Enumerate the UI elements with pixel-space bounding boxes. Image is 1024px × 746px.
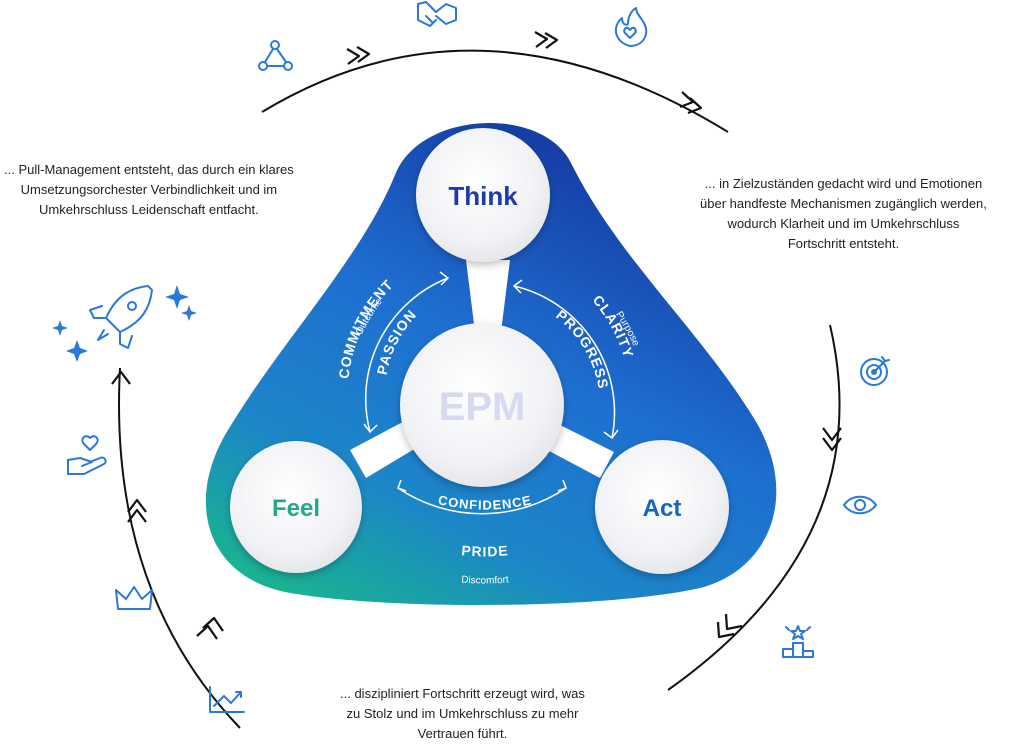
target-icon <box>860 356 890 386</box>
caption-line: Fortschritt entsteht. <box>787 236 900 251</box>
top-cycle-arc <box>261 49 729 133</box>
caption-bottom: ... diszipliniert Fortschritt erzeugt wi… <box>340 684 585 744</box>
feel-circle <box>230 441 362 573</box>
sparkle-icon <box>165 285 189 309</box>
podium-icon <box>782 625 814 658</box>
chevron-icon <box>822 427 842 442</box>
caption-line: wodurch Klarheit und im Umkehrschluss <box>727 216 960 231</box>
arrowhead-icon <box>557 479 567 492</box>
arrowhead-icon <box>603 429 619 440</box>
chevron-icon <box>111 370 131 385</box>
chevron-icon <box>687 97 703 115</box>
chevron-icon <box>544 32 559 49</box>
sparkles <box>52 285 197 362</box>
arrowhead-icon <box>439 271 450 286</box>
rocket-icon <box>89 285 153 349</box>
flame-heart-icon <box>614 7 648 47</box>
epm-circle <box>400 323 564 487</box>
caption-line: Umsetzungsorchester Verbindlichkeit und … <box>20 182 278 197</box>
caption-left: ... Pull-Management entsteht, das durch … <box>4 160 294 220</box>
chevron-icon <box>202 616 224 632</box>
arrow-feel-think <box>365 277 449 433</box>
node-feel: Feel <box>230 441 362 573</box>
chevron-icon <box>724 613 743 631</box>
caption-line: ... in Zielzuständen gedacht wird und Em… <box>704 176 983 191</box>
connector-think <box>466 260 510 340</box>
discomfort-text: Discomfort <box>461 574 510 586</box>
network-icon <box>258 40 293 71</box>
chevron-icon <box>196 624 218 640</box>
chevron-icon <box>127 508 147 523</box>
epm-label: EPM <box>439 385 526 429</box>
arrow-think-act <box>513 285 616 439</box>
cycle-arcs <box>118 49 841 729</box>
crown-icon <box>115 586 153 610</box>
caption-line: Umkehrschluss Leidenschaft entfacht. <box>39 202 259 217</box>
chevron-icon <box>356 46 371 63</box>
trend-chart-icon <box>209 686 245 713</box>
feel-label: Feel <box>272 495 320 522</box>
heart-hand-icon <box>67 435 107 475</box>
caption-line: zu Stolz und im Umkehrschluss zu mehr <box>346 706 579 721</box>
left-cycle-arc <box>118 367 241 729</box>
node-think: Think <box>416 128 550 262</box>
node-act: Act <box>595 440 729 574</box>
caption-right: ... in Zielzuständen gedacht wird und Em… <box>700 174 987 254</box>
chevron-icon <box>346 48 361 65</box>
act-label: Act <box>643 495 682 522</box>
label-pride: PRIDE <box>461 542 509 559</box>
chevron-icon <box>716 621 735 639</box>
act-circle <box>595 440 729 574</box>
arrowhead-icon <box>512 279 523 294</box>
chevron-icon <box>822 437 842 452</box>
arrowhead-icon <box>363 423 378 434</box>
sparkle-icon <box>181 305 197 321</box>
think-label: Think <box>448 181 518 211</box>
sparkle-icon <box>52 320 68 336</box>
icons <box>67 1 890 713</box>
confidence-text: CONFIDENCE <box>437 492 533 512</box>
caption-line: Vertrauen führt. <box>417 726 508 741</box>
caption-line: ... Pull-Management entsteht, das durch … <box>4 162 294 177</box>
arrow-act-feel <box>397 487 567 515</box>
label-discomfort: Discomfort <box>461 574 510 586</box>
think-circle <box>416 128 550 262</box>
label-confidence: CONFIDENCE <box>437 492 533 512</box>
eye-icon <box>843 495 877 515</box>
node-center: EPM <box>400 323 564 487</box>
handshake-icon <box>417 1 457 27</box>
sparkle-icon <box>66 340 88 362</box>
arrowhead-icon <box>397 479 407 492</box>
right-cycle-arc <box>667 324 841 691</box>
caption-line: ... diszipliniert Fortschritt erzeugt wi… <box>340 686 585 701</box>
chevron-icon <box>534 31 549 48</box>
cycle-chevrons <box>111 31 842 640</box>
pride-text: PRIDE <box>461 542 509 559</box>
inner-arrows <box>363 271 619 515</box>
caption-line: über handfeste Mechanismen zugänglich we… <box>700 196 987 211</box>
chevron-icon <box>127 498 147 513</box>
